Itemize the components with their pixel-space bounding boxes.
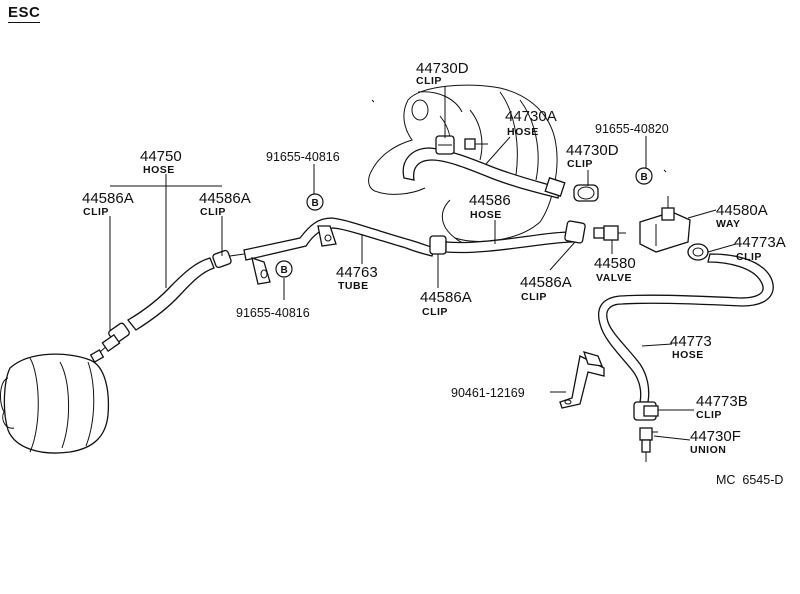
part-number-44730F: 44730F [690, 428, 741, 445]
bolt-marker-label: B [281, 265, 288, 276]
bolt-marker-b: B [635, 167, 653, 185]
brake-booster-illustration [0, 344, 110, 454]
part-label-44773B: CLIP [696, 409, 722, 421]
part-number-91655-40816-top: 91655-40816 [266, 150, 340, 164]
valve-44580-illustration [593, 225, 626, 241]
part-number-44580A: 44580A [716, 202, 768, 219]
leader-lines [109, 86, 737, 441]
part-number-44586A-center: 44586A [420, 289, 472, 306]
bolt-marker-label: B [312, 198, 319, 209]
part-number-44580: 44580 [594, 255, 636, 272]
part-number-90461-12169: 90461-12169 [451, 386, 525, 400]
part-label-44580: VALVE [596, 272, 632, 284]
dash-mark [663, 169, 667, 173]
part-number-44763: 44763 [336, 264, 378, 281]
part-label-44586A-left2: CLIP [200, 206, 226, 218]
part-label-44586A-mid: CLIP [521, 291, 547, 303]
way-44580A-illustration [639, 196, 709, 261]
part-label-44586A-center: CLIP [422, 306, 448, 318]
part-number-44586A-mid: 44586A [520, 274, 572, 291]
drawing-code: MC 6545-D [716, 473, 783, 487]
tube-44763-illustration [243, 217, 435, 285]
bolt-marker-b: B [306, 193, 324, 211]
engine-intake-illustration [368, 84, 558, 250]
part-number-44730A: 44730A [505, 108, 557, 125]
part-number-44586A-left: 44586A [82, 190, 134, 207]
clip-44730D-top-illustration [435, 135, 488, 155]
part-label-44730D-top: CLIP [416, 75, 442, 87]
part-label-44730A: HOSE [507, 126, 539, 138]
part-number-44773B: 44773B [696, 393, 748, 410]
part-label-44586A-left: CLIP [83, 206, 109, 218]
part-label-44750: HOSE [143, 164, 175, 176]
part-label-44580A: WAY [716, 218, 740, 230]
part-number-44773A: 44773A [734, 234, 786, 251]
part-labels: 44730D CLIP 44730A HOSE 91655-40820 4473… [82, 60, 786, 487]
part-number-91655-40816-bottom: 91655-40816 [236, 306, 310, 320]
part-number-44730D-top: 44730D [416, 60, 469, 77]
part-label-44730D-right: CLIP [567, 158, 593, 170]
part-label-44763: TUBE [338, 280, 369, 292]
clip-44773B-illustration [633, 401, 659, 421]
part-label-44773: HOSE [672, 349, 704, 361]
part-number-44730D-right: 44730D [566, 142, 619, 159]
hose-44750-illustration [101, 249, 245, 353]
union-44730F-illustration [639, 427, 658, 462]
part-number-44773: 44773 [670, 333, 712, 350]
clip-44730D-right-illustration [573, 184, 599, 202]
bolt-marker-b: B [275, 260, 293, 278]
hose-44730A-illustration [402, 147, 566, 199]
dash-mark [371, 99, 375, 103]
hose-44586-illustration [429, 220, 586, 255]
bolt-marker-label: B [641, 172, 648, 183]
bracket-90461-12169-illustration [559, 351, 605, 409]
part-number-44586A-left2: 44586A [199, 190, 251, 207]
part-label-44730F: UNION [690, 444, 726, 456]
part-number-44586: 44586 [469, 192, 511, 209]
part-number-91655-40820: 91655-40820 [595, 122, 669, 136]
part-label-44586: HOSE [470, 209, 502, 221]
esc-badge: ESC [8, 4, 41, 23]
part-label-44773A: CLIP [736, 251, 762, 263]
part-number-44750: 44750 [140, 148, 182, 165]
